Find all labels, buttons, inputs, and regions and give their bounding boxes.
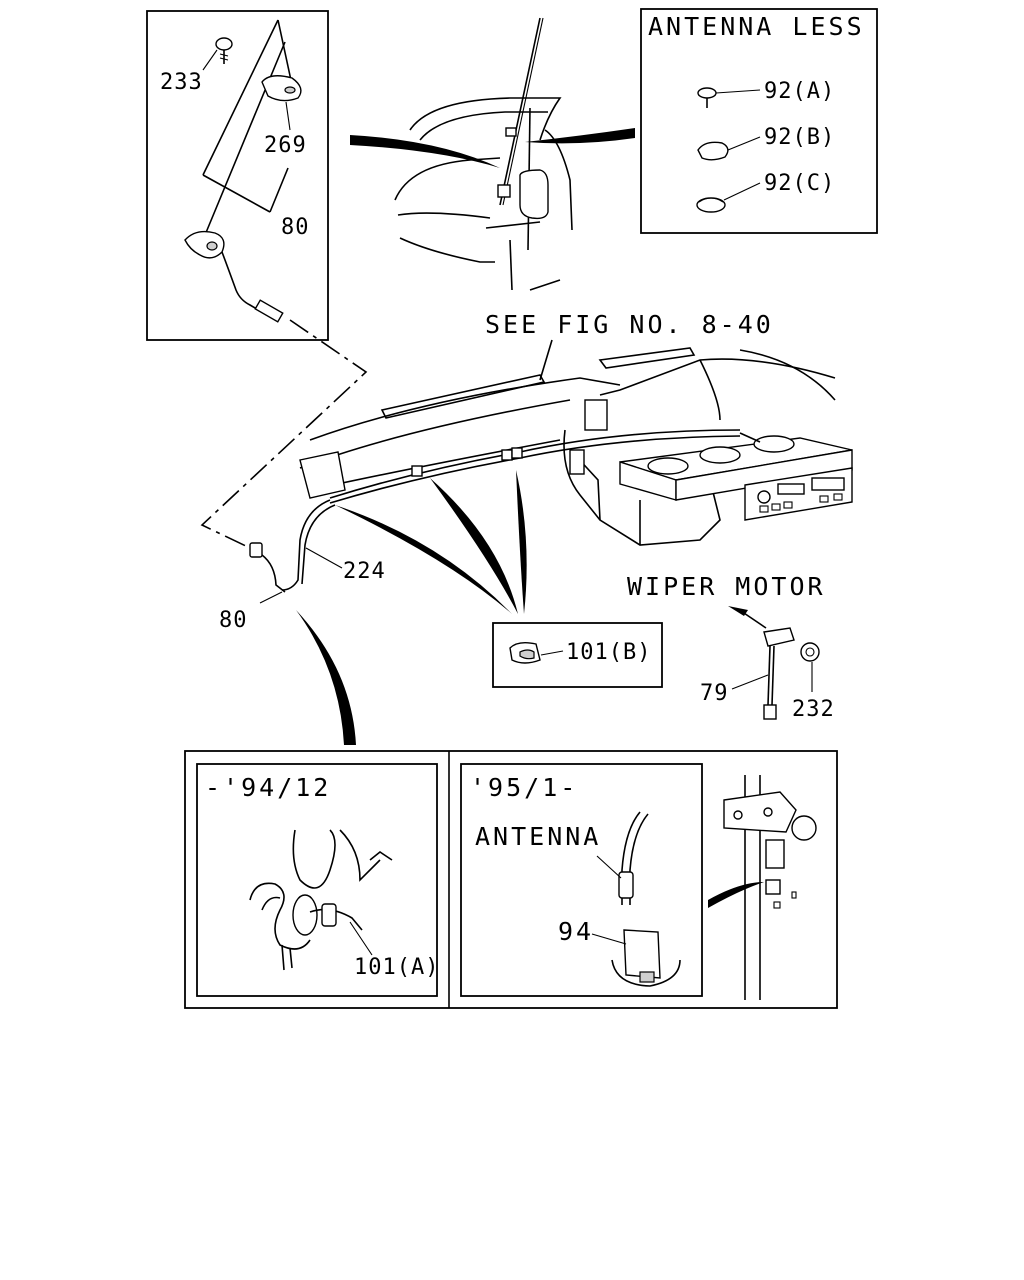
early-model-frame — [196, 763, 438, 997]
wiper-motor-group: WIPER MOTOR 79 232 — [627, 572, 835, 722]
part-79-label: 79 — [700, 681, 729, 706]
part-92a-label: 92(A) — [764, 79, 835, 104]
antenna-detail-inset: 233 269 80 — [146, 10, 329, 341]
antenna-detail-frame — [146, 10, 329, 341]
late-model-panel: '95/1- ANTENNA 94 — [460, 763, 703, 997]
part-232-label: 232 — [792, 697, 835, 722]
early-model-panel: -'94/12 101(A) — [196, 763, 439, 997]
part-92c-label: 92(C) — [764, 171, 835, 196]
part-233-label: 233 — [160, 70, 203, 95]
clip-101b-icon — [509, 641, 541, 664]
nut-232-icon — [800, 642, 820, 662]
part-269-label: 269 — [264, 133, 307, 158]
screw-92a-icon — [697, 87, 717, 108]
cap-92c-icon — [696, 197, 726, 213]
bracket-94-icon — [611, 929, 681, 987]
late-model-frame — [460, 763, 703, 997]
pillar-detail — [708, 775, 817, 1000]
pad-92b-icon — [697, 141, 729, 161]
lower-detail-frame — [184, 750, 838, 1009]
late-antenna-label: ANTENNA — [475, 822, 601, 851]
early-model-title: -'94/12 — [205, 773, 331, 802]
clip-101b-frame — [492, 622, 663, 688]
part-101b-label: 101(B) — [566, 640, 651, 665]
wiper-motor-label: WIPER MOTOR — [627, 572, 826, 601]
antenna-less-title: ANTENNA LESS — [648, 12, 865, 41]
part-80-label-inset: 80 — [281, 215, 310, 240]
see-fig-label: SEE FIG NO. 8-40 — [485, 310, 774, 339]
part-92b-label: 92(B) — [764, 125, 835, 150]
late-model-title: '95/1- — [470, 773, 578, 802]
part-101a-label: 101(A) — [354, 955, 439, 980]
antenna-base-icon — [184, 230, 225, 259]
dashboard-illustration — [249, 347, 853, 614]
screw-233-icon — [215, 37, 233, 64]
part-94-label: 94 — [558, 917, 594, 946]
clip-101b-inset: 101(B) — [492, 622, 663, 688]
car-body-illustration — [350, 17, 635, 291]
pad-269-icon — [261, 75, 302, 102]
antenna-less-inset: ANTENNA LESS 92(A) 92(B) 92(C) — [640, 8, 878, 234]
lower-detail-inset: -'94/12 101(A) '95/1- ANTENNA — [184, 750, 838, 1009]
antenna-less-frame — [640, 8, 878, 234]
antenna-connector-icon — [618, 871, 634, 899]
part-224-label: 224 — [343, 559, 386, 584]
part-80-label: 80 — [219, 608, 248, 633]
wiper-rod-79-icon — [763, 627, 795, 720]
